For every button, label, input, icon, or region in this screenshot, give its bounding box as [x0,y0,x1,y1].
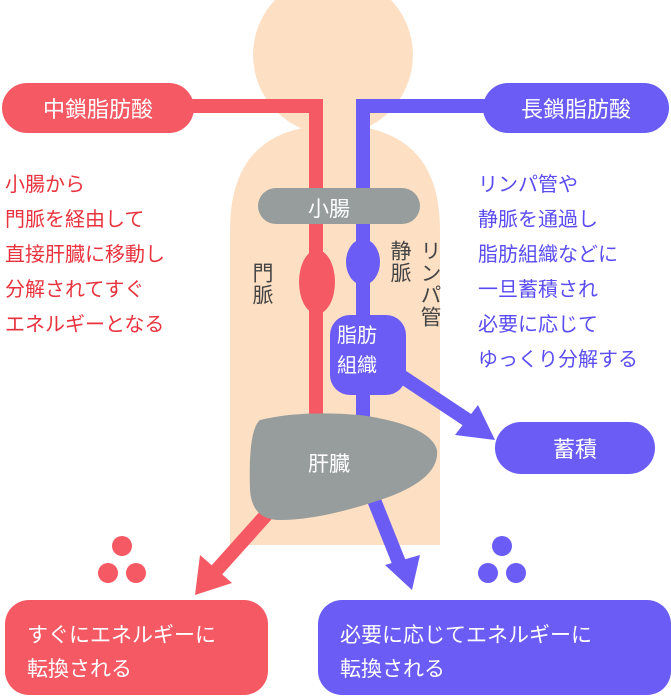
liver-label: 肝臓 [308,452,350,476]
portal-vein-path [190,99,335,595]
fat-tissue-line: 組織 [337,353,377,377]
small-intestine-shape [258,188,420,224]
desc-line: ゆっくり分解する [478,347,638,371]
desc-line: 分解されてすぐ [5,277,145,301]
desc-line: 直接肝臓に移動し [5,242,165,266]
medium-chain-title: 中鎖脂肪酸 [2,83,194,133]
small-intestine-label: 小腸 [308,197,350,221]
desc-line: 一旦蓄積され [478,277,598,301]
fat-tissue-line: 脂肪 [337,323,377,347]
desc-line: 脂肪組織などに [478,242,618,266]
long-chain-result: 必要に応じてエネルギーに 転換される [318,600,671,695]
lymph-label: リンパ管 [418,240,442,328]
medium-chain-result: すぐにエネルギーに 転換される [5,600,268,695]
desc-line: 門脈を経由して [5,207,145,231]
desc-line: 小腸から [5,172,85,196]
long-chain-dots [478,536,526,583]
storage-label: 蓄積 [495,422,655,474]
long-chain-description: リンパ管や 静脈を通過し 脂肪組織などに 一旦蓄積され 必要に応じて ゆっくり分… [478,167,638,377]
fat-tissue-label: 脂肪 組織 [337,320,377,380]
result-line: 必要に応じてエネルギーに [340,623,592,647]
medium-chain-description: 小腸から 門脈を経由して 直接肝臓に移動し 分解されてすぐ エネルギーとなる [5,167,165,342]
medium-chain-dots [98,536,146,583]
result-line: 転換される [340,657,445,681]
liver-shape [249,413,438,520]
lymph-path [330,99,495,590]
result-line: 転換される [27,657,132,681]
result-line: すぐにエネルギーに [27,623,216,647]
desc-line: 必要に応じて [478,312,598,336]
long-chain-title: 長鎖脂肪酸 [483,83,669,133]
desc-line: エネルギーとなる [5,312,165,336]
portal-vein-label: 門脈 [250,262,274,306]
vein-label: 静脈 [388,240,412,284]
desc-line: リンパ管や [478,172,578,196]
desc-line: 静脈を通過し [478,207,598,231]
